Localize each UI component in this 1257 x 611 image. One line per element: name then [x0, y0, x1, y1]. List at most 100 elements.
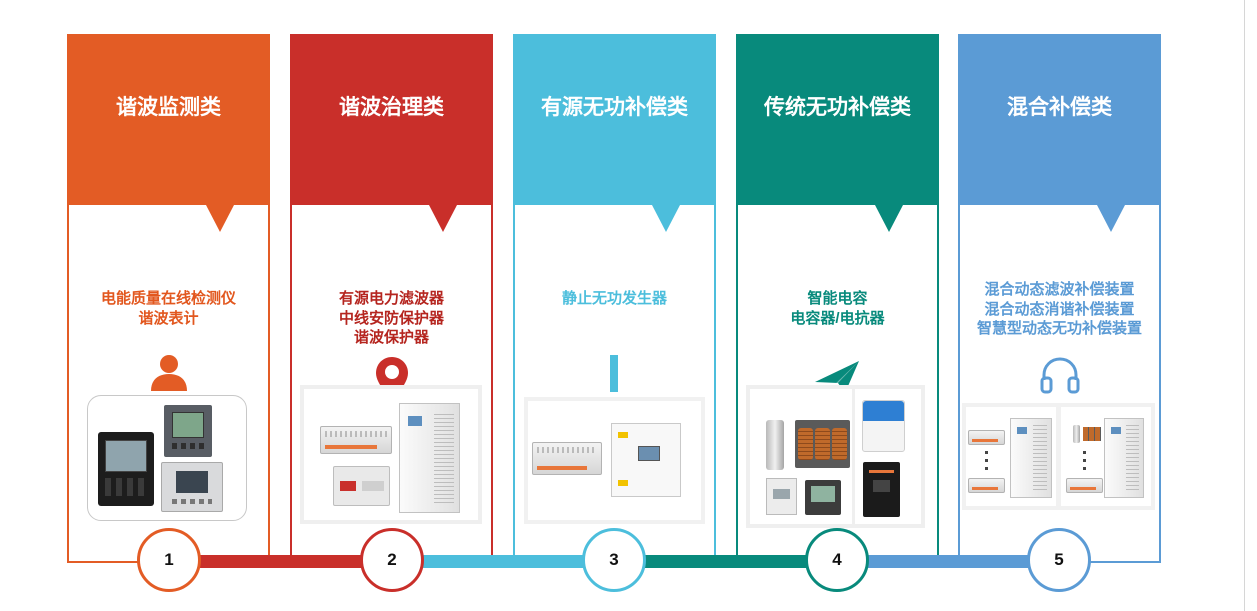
- din-controller-image: [766, 478, 797, 515]
- connector-segment: [837, 555, 1059, 568]
- category-title: 谐波治理类: [339, 96, 444, 119]
- warning-label: [618, 432, 628, 438]
- cabinet-vents: [434, 414, 454, 504]
- reactor-coil: [815, 428, 830, 460]
- device-stripe: [325, 445, 377, 449]
- category-card-hybrid-compensation: 混合补偿类 混合动态滤波补偿装置 混合动态消谐补偿装置 智慧型动态无功补偿装置: [958, 0, 1161, 611]
- category-card-active-reactive-compensation: 有源无功补偿类 静止无功发生器: [513, 0, 716, 611]
- device-screen: [873, 480, 890, 492]
- device-stripe: [972, 487, 998, 490]
- reactor-coil: [832, 428, 847, 460]
- product-list: 混合动态滤波补偿装置 混合动态消谐补偿装置 智慧型动态无功补偿装置: [958, 280, 1161, 339]
- cabinet-screen: [408, 416, 422, 426]
- cabinet-screen: [1017, 427, 1027, 434]
- device-stripe: [869, 470, 894, 473]
- harmonic-meter-image: [161, 462, 223, 512]
- stack-dots: [1083, 451, 1086, 473]
- neutral-protector-image: [333, 466, 390, 506]
- category-card-harmonic-treatment: 谐波治理类 有源电力滤波器 中线安防保护器 谐波保护器: [290, 0, 493, 611]
- meter-screen: [105, 440, 147, 472]
- svg-wall-cabinet-image: [611, 423, 681, 497]
- smart-capacitor-image: [862, 400, 905, 452]
- filter-cabinet-image: [399, 403, 460, 513]
- controller-meter-image: [805, 480, 841, 515]
- product-name: 电能质量在线检测仪: [100, 290, 236, 307]
- category-title: 传统无功补偿类: [764, 96, 911, 119]
- stack-dots: [985, 451, 988, 473]
- category-header: 传统无功补偿类: [736, 34, 939, 232]
- header-pointer: [206, 205, 234, 232]
- warning-label: [618, 480, 628, 486]
- product-list: 有源电力滤波器 中线安防保护器 谐波保护器: [290, 289, 493, 348]
- meter-screen: [172, 412, 204, 438]
- step-number-circle: 4: [805, 528, 869, 592]
- device-screen: [773, 489, 790, 499]
- capacitor-reactor-image: [1073, 425, 1101, 443]
- cabinet-screen: [638, 446, 660, 461]
- device-vents: [325, 431, 387, 437]
- device-label: [362, 481, 384, 491]
- device-stripe: [972, 439, 998, 442]
- step-number-circle: 2: [360, 528, 424, 592]
- category-title: 有源无功补偿类: [541, 96, 688, 119]
- reactor-coil: [798, 428, 813, 460]
- product-photo-panel: [300, 385, 482, 524]
- category-card-harmonic-monitoring: 谐波监测类 电能质量在线检测仪 谐波表计: [67, 0, 270, 611]
- reactor-image: [795, 420, 850, 468]
- hybrid-module-image: [1066, 478, 1103, 493]
- product-name: 谐波保护器: [353, 329, 429, 346]
- product-name: 智能电容: [807, 290, 868, 307]
- person-icon: [149, 355, 189, 391]
- step-number-circle: 3: [582, 528, 646, 592]
- hybrid-cabinet-image: [1010, 418, 1052, 498]
- product-list: 电能质量在线检测仪 谐波表计: [67, 289, 270, 328]
- multifunction-meter-image: [98, 432, 154, 506]
- product-list: 静止无功发生器: [513, 289, 716, 309]
- capacitor-part: [1073, 425, 1080, 443]
- connector-segment: [392, 555, 614, 568]
- header-pointer: [1097, 205, 1125, 232]
- product-photo-panel: [962, 403, 1155, 510]
- hybrid-module-image: [968, 430, 1005, 445]
- cabinet-screen: [1111, 427, 1121, 434]
- category-title: 谐波监测类: [116, 96, 221, 119]
- connector-segment: [169, 555, 392, 568]
- page-edge-divider: [1244, 0, 1245, 611]
- step-number-circle: 5: [1027, 528, 1091, 592]
- device-label: [340, 481, 356, 491]
- product-name: 智慧型动态无功补偿装置: [976, 320, 1142, 337]
- device-stripe: [537, 466, 587, 470]
- product-name: 谐波表计: [138, 309, 199, 327]
- cabinet-vents: [1033, 425, 1047, 491]
- product-photo-panel: [87, 395, 247, 521]
- cabinet-vents: [1126, 425, 1139, 491]
- category-title: 混合补偿类: [1007, 96, 1112, 119]
- category-card-traditional-reactive-compensation: 传统无功补偿类 智能电容 电容器/电抗器: [736, 0, 939, 611]
- device-stripe: [1070, 487, 1096, 490]
- meter-buttons: [172, 499, 212, 504]
- header-pointer: [429, 205, 457, 232]
- product-photo-panel: [746, 385, 925, 528]
- product-name: 混合动态消谐补偿装置: [984, 300, 1135, 318]
- device-vents: [537, 447, 597, 453]
- product-photo-panel: [524, 397, 705, 524]
- meter-buttons: [172, 443, 204, 449]
- product-name: 静止无功发生器: [561, 290, 667, 307]
- header-pointer: [652, 205, 680, 232]
- category-header: 谐波治理类: [290, 34, 493, 232]
- headphones-icon: [1039, 354, 1081, 396]
- product-name: 有源电力滤波器: [338, 290, 444, 307]
- active-filter-image: [320, 426, 392, 454]
- product-list: 智能电容 电容器/电抗器: [736, 289, 939, 328]
- capacitor-image: [766, 420, 784, 470]
- product-name: 中线安防保护器: [338, 309, 444, 327]
- category-header: 有源无功补偿类: [513, 34, 716, 232]
- hybrid-cabinet-image: [1104, 418, 1144, 498]
- category-header: 谐波监测类: [67, 34, 270, 232]
- meter-screen: [176, 471, 208, 493]
- connector-segment: [614, 555, 837, 568]
- capacitor-cover: [863, 401, 904, 421]
- reactor-part: [1083, 427, 1101, 441]
- svg-rack-module-image: [532, 442, 602, 475]
